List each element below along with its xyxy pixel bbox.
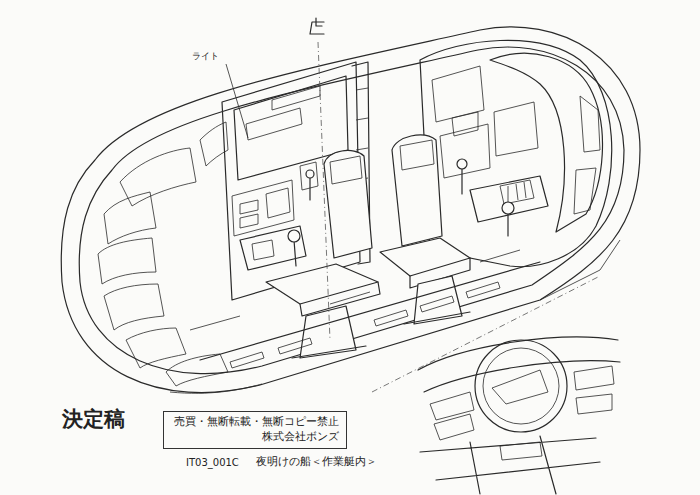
status-stamp: 決定稿 xyxy=(62,408,125,431)
sheet-code: IT03_001C xyxy=(186,457,239,468)
sheet-title: 夜明けの船＜作業艇内＞ xyxy=(256,456,377,468)
part-label: ライト xyxy=(192,52,219,62)
notice-box: 売買・無断転載・無断コピー禁止 株式会社ボンズ xyxy=(163,411,347,449)
notice-text: 売買・無断転載・無断コピー禁止 株式会社ボンズ xyxy=(170,415,339,445)
